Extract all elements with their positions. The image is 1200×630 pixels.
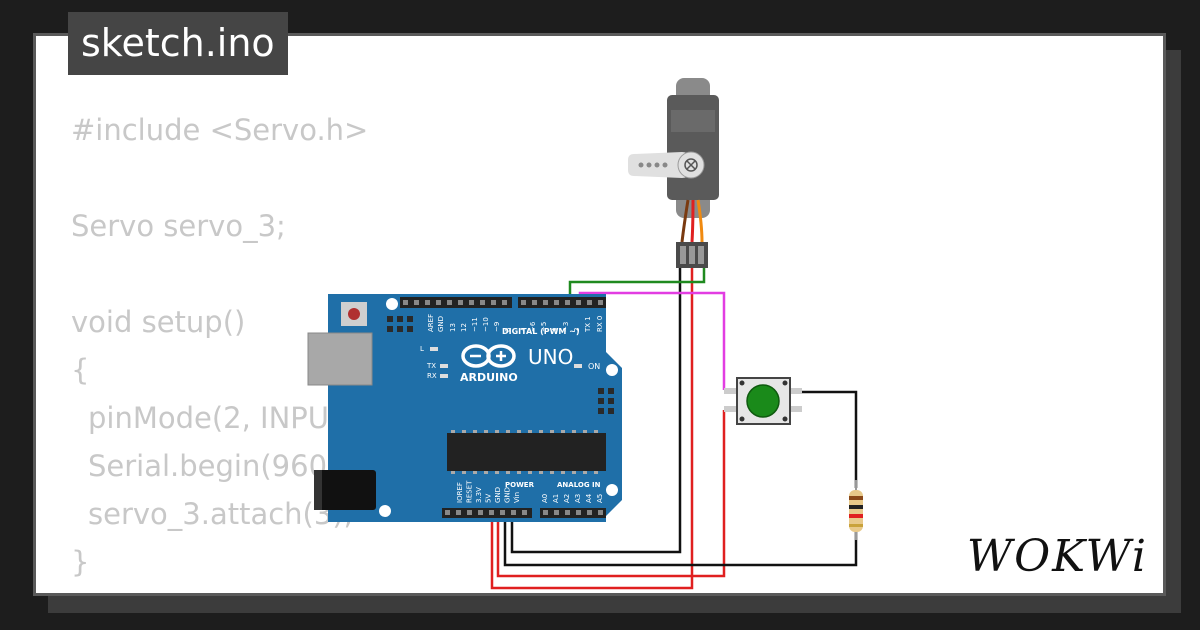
- power-pin-label: 5V: [485, 494, 493, 503]
- analog-pin-label: A3: [574, 494, 582, 503]
- top-pin-label: 2: [573, 328, 581, 332]
- wokwi-logo: WOKWi: [966, 531, 1148, 582]
- code-line: servo_3.attach(3);: [88, 497, 354, 531]
- top-pin-label: ~6: [529, 321, 537, 332]
- code-line: Servo servo_3;: [71, 209, 286, 243]
- top-pin-label: 13: [449, 323, 457, 332]
- analog-pin-label: A0: [541, 494, 549, 503]
- code-line: void setup(): [71, 305, 246, 339]
- servo-cable-red: [690, 199, 695, 243]
- pushbutton-cap: [746, 384, 780, 418]
- file-title: sketch.ino: [68, 12, 288, 75]
- power-jack: [314, 470, 376, 510]
- top-pin-label: TX 1: [584, 316, 592, 333]
- code-line: #include <Servo.h>: [71, 113, 369, 147]
- usb-port: [307, 332, 373, 386]
- wire-black-servo: [510, 265, 682, 554]
- digital-header-strip-2: [518, 297, 606, 308]
- servo-cable-orange: [696, 199, 704, 243]
- analog-pin-label: A2: [563, 494, 571, 503]
- wire-red: [490, 265, 694, 590]
- top-pin-label: ~9: [493, 322, 501, 332]
- power-header-label: POWER: [505, 481, 535, 489]
- wire-red-button: [496, 410, 726, 578]
- top-pin-label: ~10: [482, 317, 490, 332]
- digital-header-label: DIGITAL (PWM ~): [502, 327, 580, 336]
- code-listing: #include <Servo.h> Servo servo_3;void set…: [71, 106, 368, 586]
- analog-header-label: ANALOG IN: [557, 481, 601, 489]
- servo-screw-icon: [684, 158, 698, 172]
- servo-horn: [628, 152, 692, 178]
- digital-header-strip-1: [400, 297, 512, 308]
- resistor: [849, 480, 863, 540]
- microcontroller-chip: [447, 433, 606, 471]
- power-pin-label: RESET: [466, 480, 474, 503]
- servo-cable-brown: [680, 199, 690, 243]
- power-pin-label: IOREF: [456, 482, 464, 503]
- board-model: UNO: [528, 345, 573, 369]
- analog-pin-label: A4: [585, 493, 593, 503]
- power-pin-label: GND: [494, 487, 502, 503]
- wire-green: [568, 265, 706, 302]
- code-line: }: [71, 545, 90, 579]
- power-pin-label: Vin: [513, 492, 521, 503]
- top-pin-label: RX 0: [596, 316, 604, 332]
- top-pin-label: ~5: [540, 322, 548, 332]
- power-header-strip: [442, 508, 532, 518]
- arduino-logo-icon: [461, 344, 516, 368]
- analog-pin-label: A5: [596, 494, 604, 503]
- wire-black-resistor: [503, 512, 858, 567]
- led-on-label: ON: [588, 362, 600, 371]
- top-pin-label: 8: [504, 328, 512, 332]
- servo-motor: [628, 78, 719, 268]
- analog-pin-label: A1: [552, 494, 560, 503]
- wire-black-button: [790, 390, 858, 488]
- top-pin-label: 4: [551, 327, 559, 332]
- pushbutton: [724, 377, 802, 425]
- power-pin-label: GND: [504, 487, 512, 503]
- power-pin-label: 3.3V: [475, 487, 483, 503]
- top-pin-label: ~11: [471, 317, 479, 332]
- top-pin-label: 12: [460, 323, 468, 332]
- top-pin-label: GND: [437, 316, 445, 332]
- code-line: {: [71, 353, 90, 387]
- top-pin-label: ~3: [562, 322, 570, 332]
- top-pin-label: AREF: [427, 314, 435, 332]
- led-tx-label: TX: [426, 362, 436, 370]
- servo-label-area: [671, 110, 715, 132]
- top-pin-label: 7: [518, 328, 526, 332]
- led-rx-label: RX: [427, 372, 437, 380]
- board-brand: ARDUINO: [460, 371, 518, 384]
- analog-header-strip: [540, 508, 606, 518]
- led-l-label: L: [420, 345, 424, 353]
